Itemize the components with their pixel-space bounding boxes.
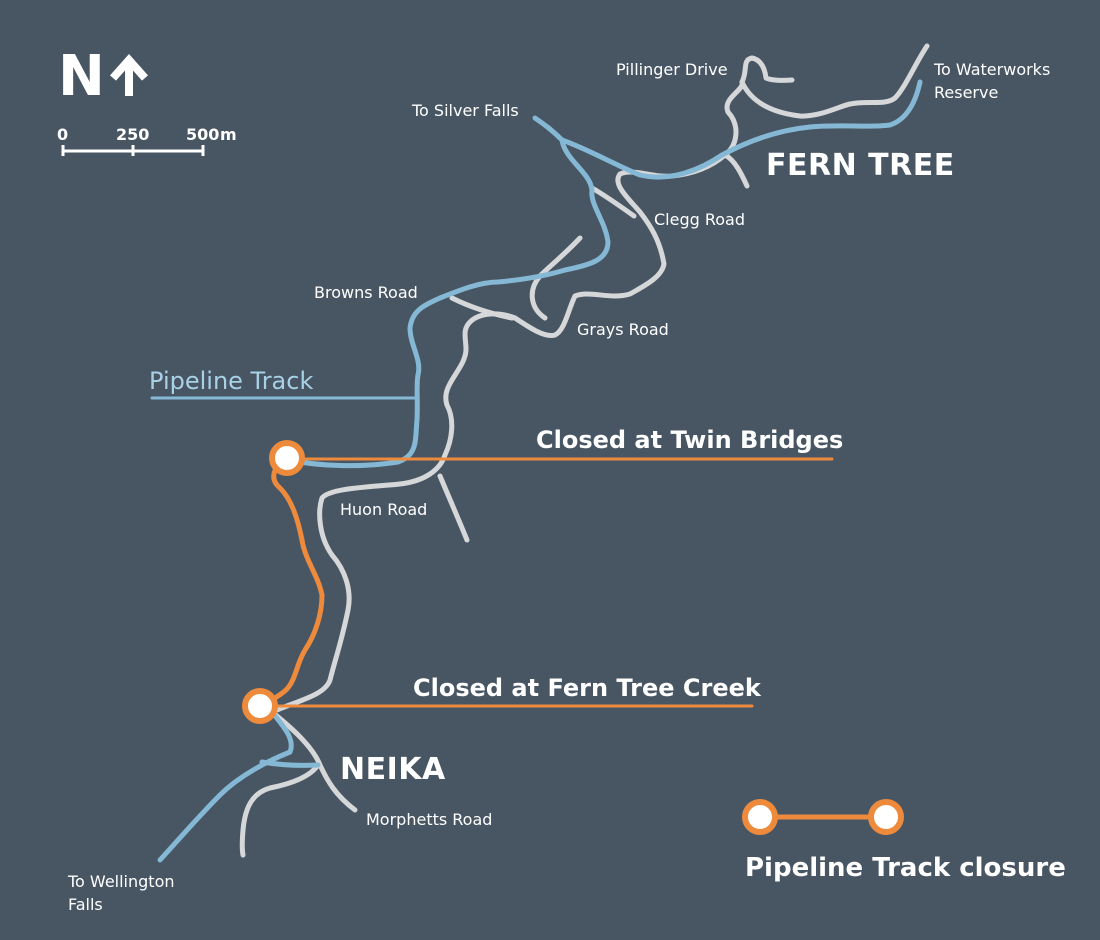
neika-track-link (259, 759, 321, 768)
destination-label-waterworks-line2: Reserve (934, 83, 999, 102)
destination-label-wellington-line1: To Wellington (68, 872, 175, 891)
place-label-fern-tree: FERN TREE (766, 148, 955, 183)
destination-label-waterworks-line1: To Waterworks (934, 60, 1051, 79)
scale-bar-graphic (61, 145, 205, 156)
neika-road (239, 762, 321, 858)
scale-label-0: 0 (57, 125, 69, 144)
road-label-morphetts-road: Morphetts Road (366, 810, 493, 829)
road-label-clegg-road: Clegg Road (654, 210, 746, 229)
road-label-browns-road: Browns Road (314, 283, 418, 302)
pipeline-track-fern-tree (559, 79, 923, 180)
closure-marker-twin-bridges (269, 440, 305, 476)
huon-road-fern-tree (722, 152, 750, 189)
destination-label-silver-falls: To Silver Falls (412, 101, 519, 120)
closure-segment (257, 455, 325, 709)
road-label-pillinger-drive: Pillinger Drive (616, 60, 728, 79)
road-label-grays-road: Grays Road (577, 320, 669, 339)
legend-marker-end (868, 799, 904, 835)
huon-road (269, 55, 795, 715)
closure-label-fern-tree-creek: Closed at Fern Tree Creek (413, 674, 761, 702)
destination-label-waterworks: To Waterworks Reserve (934, 58, 1050, 104)
pipeline-track-neika (157, 709, 294, 863)
closure-label-twin-bridges: Closed at Twin Bridges (536, 426, 844, 454)
scale-unit: m (220, 125, 237, 144)
huon-road-south-spur (437, 473, 470, 543)
browns-road-link (449, 295, 515, 321)
place-label-neika: NEIKA (340, 752, 446, 787)
legend-label: Pipeline Track closure (745, 853, 1066, 883)
destination-label-wellington-falls: To Wellington Falls (68, 870, 175, 916)
scale-label-500: 500 (186, 125, 220, 144)
scale-label-250: 250 (116, 125, 150, 144)
pipeline-track-label: Pipeline Track (149, 367, 314, 395)
legend-marker-start (742, 799, 778, 835)
clegg-road (589, 185, 637, 219)
north-arrow-letter: N (58, 44, 105, 109)
destination-label-wellington-line2: Falls (68, 895, 103, 914)
road-label-huon-road: Huon Road (340, 500, 428, 519)
up-arrow-icon (110, 53, 148, 96)
pipeline-track (285, 115, 611, 469)
closure-marker-fern-tree-creek (242, 688, 278, 724)
waterworks-road (739, 43, 930, 119)
